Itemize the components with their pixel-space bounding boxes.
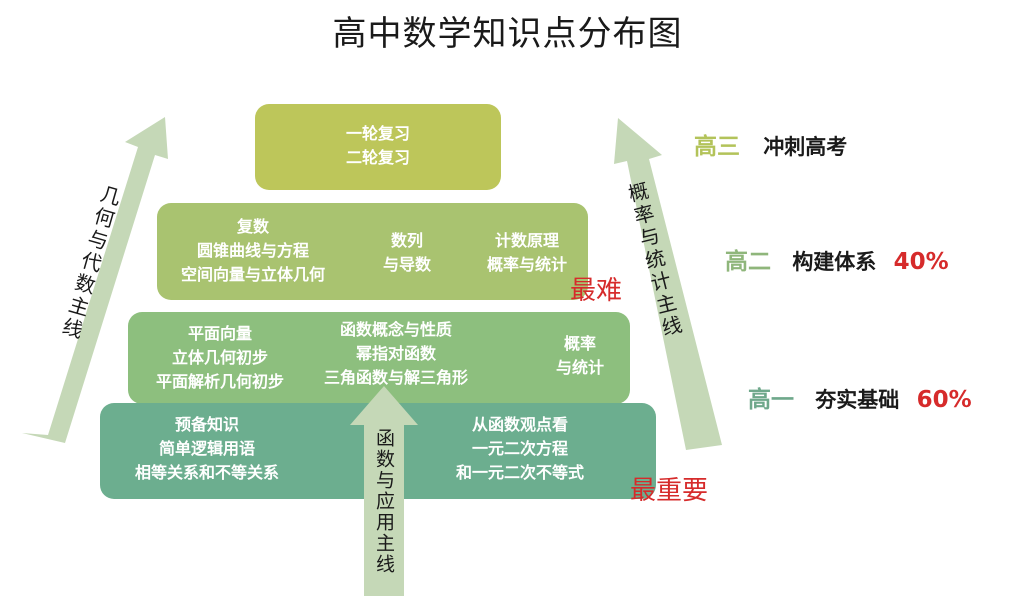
- center-arrow: [350, 386, 418, 596]
- tier-third-col2-line: 三角函数与解三角形: [323, 368, 468, 387]
- tier-third-col2-line: 幂指对函数: [355, 344, 436, 363]
- tier-third-col2-line: 函数概念与性质: [339, 320, 452, 339]
- most-important-mark: 最重要: [630, 476, 709, 506]
- tier-second-col3-line: 概率与统计: [486, 255, 567, 274]
- tier-second-col2-line: 与导数: [382, 255, 431, 274]
- tier-top-block: 一轮复习 二轮复习: [255, 104, 501, 190]
- tier-second-block: 复数 圆锥曲线与方程 空间向量与立体几何 数列 与导数 计数原理 概率与统计: [157, 203, 588, 300]
- tier-third-col1-line: 平面向量: [187, 324, 252, 343]
- hardest-mark: 最难: [570, 276, 623, 306]
- center-arrow-label: 函数与应用主线: [373, 428, 395, 575]
- stage-desc: 冲刺高考: [763, 135, 848, 159]
- tier-second-col1-line: 空间向量与立体几何: [180, 265, 325, 284]
- stage-grade: 高三: [694, 134, 740, 160]
- stage-desc: 构建体系: [792, 250, 877, 274]
- stage-percentage: 40%: [893, 249, 949, 275]
- tier-base-col1-line: 预备知识: [174, 415, 239, 434]
- tier-base-col3-line: 一元二次方程: [471, 439, 568, 458]
- tier-second-col2-line: 数列: [390, 231, 423, 250]
- left-arrow: [22, 117, 168, 443]
- tier-base-col1-line: 简单逻辑用语: [158, 439, 255, 458]
- stage-percentage: 60%: [916, 387, 972, 413]
- tier-base-col3-line: 和一元二次不等式: [455, 463, 584, 482]
- tier-second-col3-line: 计数原理: [494, 231, 559, 250]
- tier-third-col1-line: 平面解析几何初步: [155, 372, 284, 391]
- tier-third-block: 平面向量 立体几何初步 平面解析几何初步 函数概念与性质 幂指对函数 三角函数与…: [128, 312, 630, 404]
- stage-grade: 高一: [748, 387, 794, 413]
- tier-top-line: 一轮复习: [345, 124, 410, 143]
- tier-second-col1-line: 圆锥曲线与方程: [196, 241, 309, 260]
- tier-base-col1-line: 相等关系和不等关系: [134, 463, 279, 482]
- stage-senior2: 高二 构建体系 40%: [725, 242, 949, 276]
- tier-second-col1-line: 复数: [236, 217, 269, 236]
- stage-desc: 夯实基础: [815, 388, 900, 412]
- stage-senior3: 高三 冲刺高考: [694, 127, 847, 161]
- tier-third-col3-line: 与统计: [555, 358, 604, 377]
- right-arrow: [614, 118, 722, 450]
- tier-top-line: 二轮复习: [345, 148, 410, 167]
- page-title: 高中数学知识点分布图: [332, 14, 683, 54]
- stage-senior1: 高一 夯实基础 60%: [748, 380, 972, 414]
- tier-third-col1-line: 立体几何初步: [171, 348, 268, 367]
- stage-grade: 高二: [725, 249, 771, 275]
- tier-base-col3-line: 从函数观点看: [471, 415, 568, 434]
- tier-third-col3-line: 概率: [563, 334, 596, 353]
